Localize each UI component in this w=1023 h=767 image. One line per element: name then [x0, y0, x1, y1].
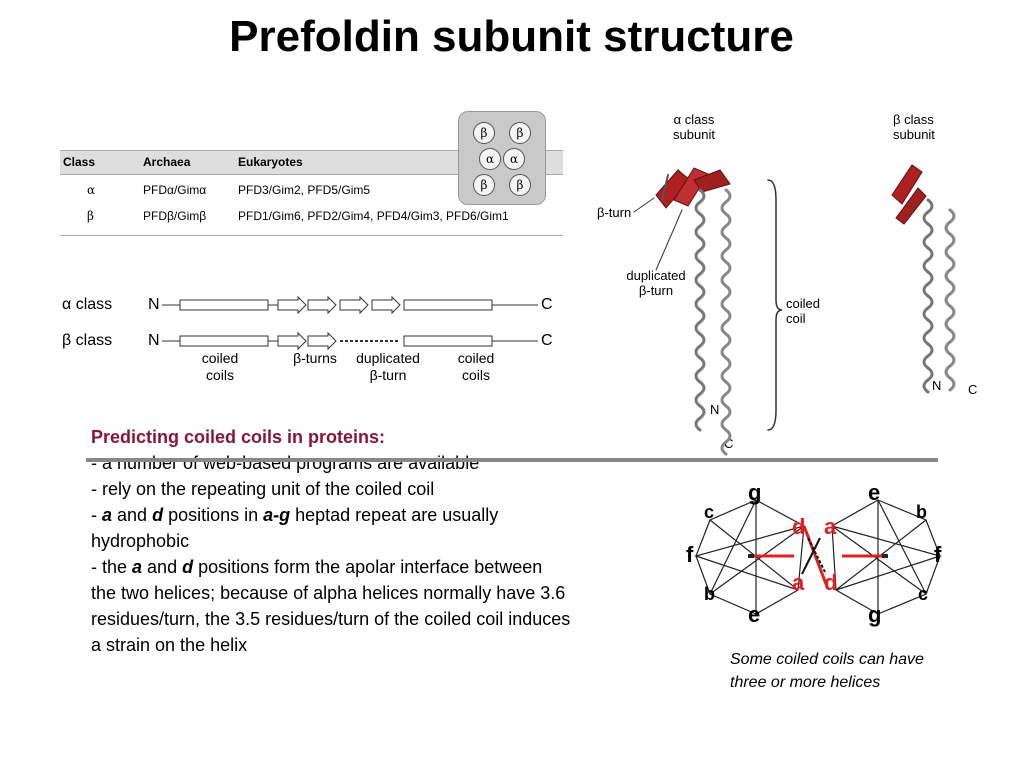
beta-turn-structure-label: β-turn — [597, 205, 632, 220]
domain-diagram-svg — [162, 295, 538, 351]
wheel-right-e: e — [868, 480, 881, 505]
wheel-right-f: f — [934, 542, 942, 567]
body-line-4: hydrophobic — [91, 531, 190, 551]
beta-class-label: β class — [62, 332, 113, 349]
wheel-right-g: g — [868, 602, 882, 627]
beta-subunit-circle: β — [473, 174, 495, 196]
duplicated-beta-turn-label: duplicated β-turn — [356, 350, 420, 383]
figure-caption: Some coiled coils can have three or more… — [730, 651, 924, 691]
header-class: Class — [63, 155, 96, 169]
wheel-right-d: d — [824, 570, 838, 595]
beta-n-label: N — [932, 378, 942, 393]
beta-turn-arrow — [277, 295, 307, 315]
row-alpha-class: α — [87, 183, 96, 197]
coiled-coil-domain — [403, 335, 493, 347]
beta-turn-arrow — [371, 295, 401, 315]
coiled-coils-label-left: coiled coils — [201, 350, 239, 383]
alpha-c-label: C — [724, 436, 734, 451]
beta-turn-arrow — [307, 331, 337, 351]
beta-sheet-ribbon — [693, 169, 731, 193]
alpha-helix-1 — [694, 188, 706, 432]
beta-subunit-circle: β — [509, 122, 531, 144]
beta-c-terminus: C — [541, 332, 553, 349]
wheel-left-c: c — [704, 502, 715, 522]
alpha-helix-beta-1 — [922, 198, 934, 394]
alpha-helix-2 — [720, 188, 732, 456]
row-beta-eukaryotes: PFD1/Gim6, PFD2/Gim4, PFD4/Gim3, PFD6/Gi… — [238, 209, 509, 223]
coiled-coil-domain — [403, 299, 493, 311]
wheel-right-a: a — [824, 514, 837, 539]
wheel-left-d: d — [792, 514, 806, 539]
alpha-subunit-label: α class subunit — [673, 112, 715, 142]
alpha-c-terminus: C — [541, 296, 553, 313]
helical-wheel-diagram: g c f b e d a e b f c g a d — [686, 480, 950, 629]
beta-sheet-ribbon — [891, 164, 923, 205]
protein-structures-svg — [633, 164, 956, 456]
body-line-8: a strain on the helix — [91, 635, 248, 655]
row-alpha-eukaryotes: PFD3/Gim2, PFD5/Gim5 — [238, 183, 371, 197]
slide-title: Prefoldin subunit structure — [229, 12, 794, 61]
coiled-coils-label-right: coiled coils — [457, 350, 495, 383]
wheel-left-a: a — [792, 570, 805, 595]
beta-turn-arrow — [339, 295, 369, 315]
body-line-6: the two helices; because of alpha helice… — [91, 583, 566, 603]
beta-turns-label: β-turns — [293, 350, 337, 366]
beta-sheet-ribbon — [895, 187, 927, 225]
beta-turn-arrow — [307, 295, 337, 315]
wheel-left-g: g — [748, 480, 762, 505]
alpha-subunit-circle: α — [479, 148, 501, 170]
row-alpha-archaea: PFDα/Gimα — [143, 183, 207, 197]
alpha-class-label: α class — [62, 296, 113, 313]
wheel-left-b: b — [704, 584, 715, 604]
coiled-coil-domain — [179, 335, 269, 347]
wheel-left-e: e — [748, 602, 761, 627]
beta-turn-arrow — [277, 331, 307, 351]
header-eukaryotes: Eukaryotes — [238, 155, 303, 169]
beta-subunit-circle: β — [473, 122, 495, 144]
row-beta-archaea: PFDβ/Gimβ — [143, 209, 207, 223]
duplicated-beta-turn-structure-label: duplicated β-turn — [626, 268, 686, 298]
body-line-7: residues/turn, the 3.5 residues/turn of … — [91, 609, 571, 629]
coiled-coil-bracket — [767, 179, 783, 431]
divider-line — [86, 458, 938, 462]
alpha-n-terminus: N — [148, 296, 160, 313]
body-heading: Predicting coiled coils in proteins: — [91, 427, 386, 447]
body-line-5: - the a and d positions form the apolar … — [91, 557, 543, 577]
body-line-2: - rely on the repeating unit of the coil… — [91, 479, 435, 499]
coiled-coil-structure-label: coiled coil — [786, 296, 820, 326]
beta-subunit-label: β class subunit — [893, 112, 935, 142]
wheel-right-c: c — [918, 584, 929, 604]
body-line-3: - a and d positions in a-g heptad repeat… — [91, 505, 499, 525]
alpha-subunit-circle: α — [503, 148, 525, 170]
body-line-1: - a number of web-based programs are ava… — [91, 453, 480, 473]
beta-subunit-circle: β — [509, 174, 531, 196]
wheel-right-b: b — [916, 502, 927, 522]
beta-c-label: C — [968, 382, 978, 397]
coiled-coil-domain — [179, 299, 269, 311]
beta-n-terminus: N — [148, 332, 160, 349]
wheel-left-f: f — [686, 542, 694, 567]
alpha-n-label: N — [710, 402, 720, 417]
alpha-helix-beta-2 — [944, 208, 956, 392]
row-beta-class: β — [87, 209, 94, 223]
header-archaea: Archaea — [143, 155, 191, 169]
hexamer-diagram: β β α α β β — [458, 111, 546, 205]
